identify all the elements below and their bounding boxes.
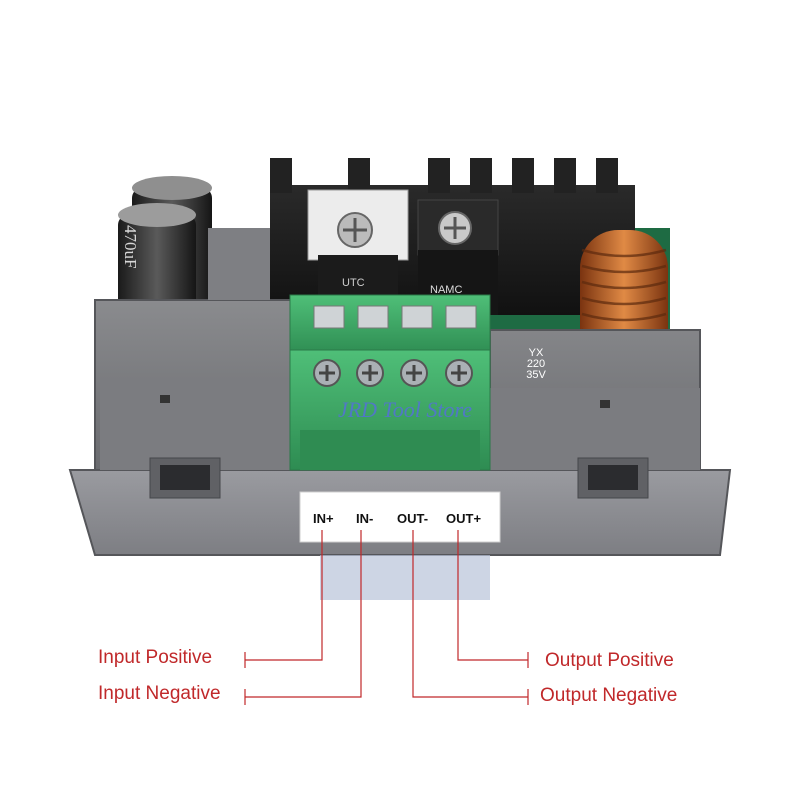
- callout-lines: [245, 530, 528, 698]
- big-cap-label: 470uF: [121, 225, 140, 269]
- heatsink-fins: [270, 158, 618, 193]
- callout-output-negative: Output Negative: [540, 685, 678, 706]
- terminal-label-out-neg: OUT-: [397, 511, 429, 526]
- regulator-left-label: UTC: [342, 277, 365, 289]
- callout-input-negative: Input Negative: [98, 683, 221, 704]
- callout-output-positive: Output Positive: [545, 650, 674, 671]
- callout-input-positive: Input Positive: [98, 647, 213, 668]
- small-cap-line-1: YX: [528, 347, 544, 359]
- terminal-label-in-neg: IN-: [356, 511, 374, 526]
- terminal-label-plate: [299, 491, 501, 543]
- small-cap-line-2: 220: [526, 358, 546, 370]
- bottom-connector: [320, 555, 490, 600]
- small-cap-label: YX 220 35V: [516, 348, 556, 381]
- terminal-block: [289, 294, 491, 471]
- terminal-label-out-pos: OUT+: [446, 511, 482, 526]
- callout-ticks: [244, 652, 529, 705]
- regulator-right-label: NAMC: [430, 284, 463, 296]
- terminal-label-in-pos: IN+: [313, 511, 334, 526]
- small-cap-line-3: 35V: [526, 369, 546, 381]
- watermark: JRD Tool Store: [337, 397, 473, 422]
